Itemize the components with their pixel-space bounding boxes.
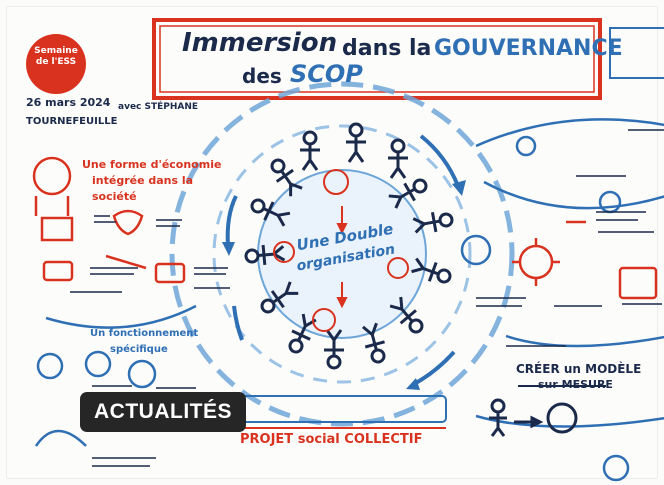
title-dans-la: dans la bbox=[342, 36, 432, 61]
left-heading-2: intégrée dans la bbox=[92, 174, 194, 187]
outer-dashed-ring bbox=[169, 81, 515, 427]
people-ring bbox=[244, 122, 454, 370]
title-scop: SCOP bbox=[290, 60, 363, 88]
left-heading-1: Une forme d'économie bbox=[82, 158, 222, 171]
bottom-right-heading-1: CRÉER un MODÈLE bbox=[516, 362, 642, 376]
middle-dashed-ring bbox=[212, 124, 472, 384]
title-frame bbox=[152, 18, 602, 100]
ess-stamp bbox=[26, 34, 86, 94]
bottom-right-heading-2: sur MESURE bbox=[538, 378, 613, 391]
event-place: TOURNEFEUILLE bbox=[26, 116, 118, 127]
left-doodles bbox=[32, 156, 186, 284]
ring-arrow-1 bbox=[419, 134, 460, 187]
left-blue-doodles bbox=[34, 304, 197, 447]
article-thumbnail[interactable]: Immersion dans la GOUVERNANCE des SCOP S… bbox=[6, 6, 664, 482]
event-speaker: avec STÉPHANE bbox=[118, 102, 199, 112]
ring-arrow-2 bbox=[225, 195, 238, 247]
right-text-scribbles bbox=[476, 129, 664, 347]
title-des: des bbox=[242, 64, 282, 88]
ring-arrow-3 bbox=[413, 350, 456, 386]
left-heading-3: société bbox=[92, 190, 137, 203]
stamp-label: Semaine de l'ESS bbox=[34, 46, 78, 67]
right-blue-doodles bbox=[460, 118, 664, 482]
ring-arrow-4 bbox=[232, 305, 244, 341]
event-date: 26 mars 2024 bbox=[26, 96, 111, 109]
bottom-left-heading-1: Un fonctionnement bbox=[90, 328, 199, 339]
category-badge[interactable]: ACTUALITÉS bbox=[80, 392, 246, 432]
left-text-scribbles bbox=[70, 215, 230, 467]
sketchnote-illustration bbox=[26, 18, 664, 482]
title-immersion: Immersion bbox=[182, 28, 338, 58]
bottom-left-heading-2: spécifique bbox=[110, 344, 168, 355]
center-doodles bbox=[273, 169, 409, 332]
right-red-doodles bbox=[512, 220, 658, 300]
title-frame-inner bbox=[159, 25, 595, 93]
bottom-center-text: PROJET social COLLECTIF bbox=[240, 432, 423, 447]
title-gouvernance: GOUVERNANCE bbox=[434, 36, 623, 61]
bottom-right-figures bbox=[489, 398, 578, 437]
top-right-box bbox=[609, 27, 664, 79]
